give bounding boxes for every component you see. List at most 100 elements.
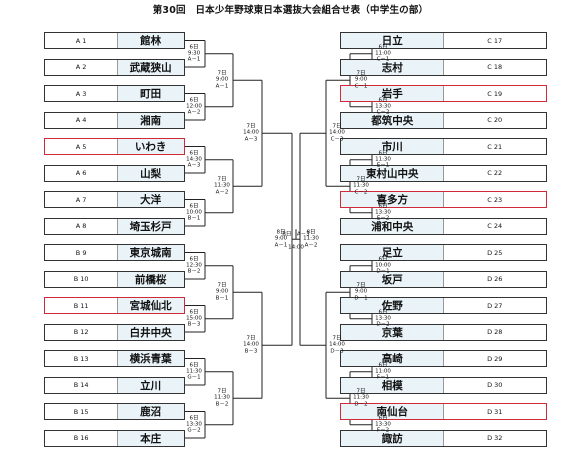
team-seed: C 17: [487, 36, 503, 45]
team-seed: A 5: [75, 142, 87, 151]
team-seed: D 32: [487, 434, 503, 442]
match-label-left-r1: 6日 11:30 G－1: [186, 362, 202, 381]
team-name: 立川: [117, 377, 184, 393]
match-label-left-r2: 7日 9:00 A－1: [215, 70, 229, 90]
team-seed: C 22: [487, 169, 503, 177]
team-name: 館林: [117, 33, 184, 48]
match-label-left-r1: 6日 10:00 B－1: [186, 203, 202, 222]
team-seed: A 2: [75, 63, 87, 71]
team-row-left: A 8 埼玉杉戸: [44, 217, 185, 235]
team-row-left: A 6 山梨: [44, 164, 185, 182]
team-row-right: 諏訪 D 32: [340, 429, 547, 447]
team-seed: D 29: [487, 354, 503, 363]
team-name: 浦和中央: [341, 218, 444, 234]
team-name: 武蔵狭山: [117, 59, 184, 75]
match-label-left-r2: 7日 9:00 B－1: [215, 282, 229, 302]
team-name: 前橋桜: [117, 271, 184, 287]
team-row-left: A 3 町田: [44, 85, 185, 102]
team-row-right: 市川 C 21: [340, 138, 547, 155]
team-name: 東村山中央: [341, 165, 444, 181]
team-seed: C 19: [487, 89, 503, 98]
match-label-right-r1: 6日 13:30 C－2: [375, 97, 391, 116]
team-seed: B 15: [73, 407, 89, 416]
team-name: 高崎: [341, 351, 444, 366]
team-name: 東京城南: [117, 245, 184, 260]
match-label-right-r2: 7日 9:00 C－1: [354, 70, 368, 90]
team-row-left: A 7 大洋: [44, 191, 185, 208]
team-seed: B 16: [73, 434, 89, 442]
match-label-right-r3: 7日 14:00 D－3: [329, 335, 345, 355]
team-name: 諏訪: [341, 430, 444, 446]
team-row-left: B 16 本庄: [44, 429, 185, 447]
match-label-right-r1: 6日 10:00 D－1: [375, 256, 391, 275]
match-label-left-r1: 6日 12:30 B－2: [186, 256, 202, 275]
team-seed: C 20: [487, 116, 503, 124]
team-seed: C 21: [487, 142, 503, 151]
team-row-left: B 14 立川: [44, 376, 185, 394]
team-seed: B 11: [73, 301, 89, 310]
team-name: 佐野: [341, 298, 444, 313]
match-label-right-r1: 6日 13:30 E－2: [375, 203, 391, 222]
team-name: 埼玉杉戸: [117, 218, 184, 234]
final-match-label: 8日 A－3 14:00: [282, 231, 310, 251]
team-row-left: A 2 武蔵狭山: [44, 58, 185, 76]
match-label-left-r3: 7日 14:00 B－3: [243, 335, 259, 355]
match-label-right-r1: 6日 13:30 D－2: [375, 309, 391, 328]
team-row-right: 佐野 D 27: [340, 297, 547, 314]
match-label-right-r2: 7日 9:00 D－1: [354, 282, 368, 302]
team-name: 相模: [341, 377, 444, 393]
match-label-right-r1: 6日 11:00 C－1: [375, 44, 391, 63]
match-label-right-r4: 8日 11:30 A－2: [303, 229, 319, 249]
match-label-right-r1: 6日 13:30 F－2: [375, 415, 391, 434]
team-name: 志村: [341, 59, 444, 75]
team-row-right: 東村山中央 C 22: [340, 164, 547, 182]
match-label-left-r1: 6日 15:00 B－3: [186, 309, 202, 328]
team-name: 鹿沼: [117, 404, 184, 419]
team-seed: D 27: [487, 301, 503, 310]
team-name: 日立: [341, 33, 444, 48]
team-seed: C 18: [487, 63, 503, 71]
match-label-left-r2: 7日 11:30 A－2: [214, 176, 230, 196]
team-seed: D 31: [487, 407, 503, 416]
team-row-left: B 12 白井中央: [44, 323, 185, 341]
team-seed: A 8: [75, 222, 87, 230]
team-name: 都筑中央: [341, 112, 444, 128]
team-row-right: 志村 C 18: [340, 58, 547, 76]
match-label-right-r2: 7日 11:30 C－2: [353, 176, 369, 196]
team-seed: A 3: [75, 89, 87, 98]
team-name: 京葉: [341, 324, 444, 340]
match-label-left-r3: 7日 14:00 A－3: [243, 123, 259, 143]
team-row-right: 相模 D 30: [340, 376, 547, 394]
team-seed: B 14: [73, 381, 89, 389]
team-name: 山梨: [117, 165, 184, 181]
team-seed: B 9: [75, 248, 87, 257]
match-label-left-r1: 6日 14:30 A－3: [186, 150, 202, 169]
team-seed: B 12: [73, 328, 89, 336]
team-name: 湘南: [117, 112, 184, 128]
team-name: 白井中央: [117, 324, 184, 340]
match-label-right-r2: 7日 11:30 D－2: [353, 388, 369, 408]
team-name: 町田: [117, 86, 184, 101]
team-row-right: 都筑中央 C 20: [340, 111, 547, 129]
team-seed: D 30: [487, 381, 503, 389]
team-name: 市川: [341, 139, 444, 154]
team-name: 坂戸: [341, 271, 444, 287]
team-seed: D 25: [487, 248, 503, 257]
team-seed: A 7: [75, 195, 87, 204]
team-seed: D 26: [487, 275, 503, 283]
team-seed: C 23: [487, 195, 503, 204]
team-seed: B 13: [73, 354, 89, 363]
team-name: 大洋: [117, 192, 184, 207]
team-name: 本庄: [117, 430, 184, 446]
team-row-left: B 15 鹿沼: [44, 403, 185, 420]
team-seed: A 1: [75, 36, 87, 45]
team-seed: A 6: [75, 169, 87, 177]
team-name: 喜多方: [341, 192, 444, 207]
